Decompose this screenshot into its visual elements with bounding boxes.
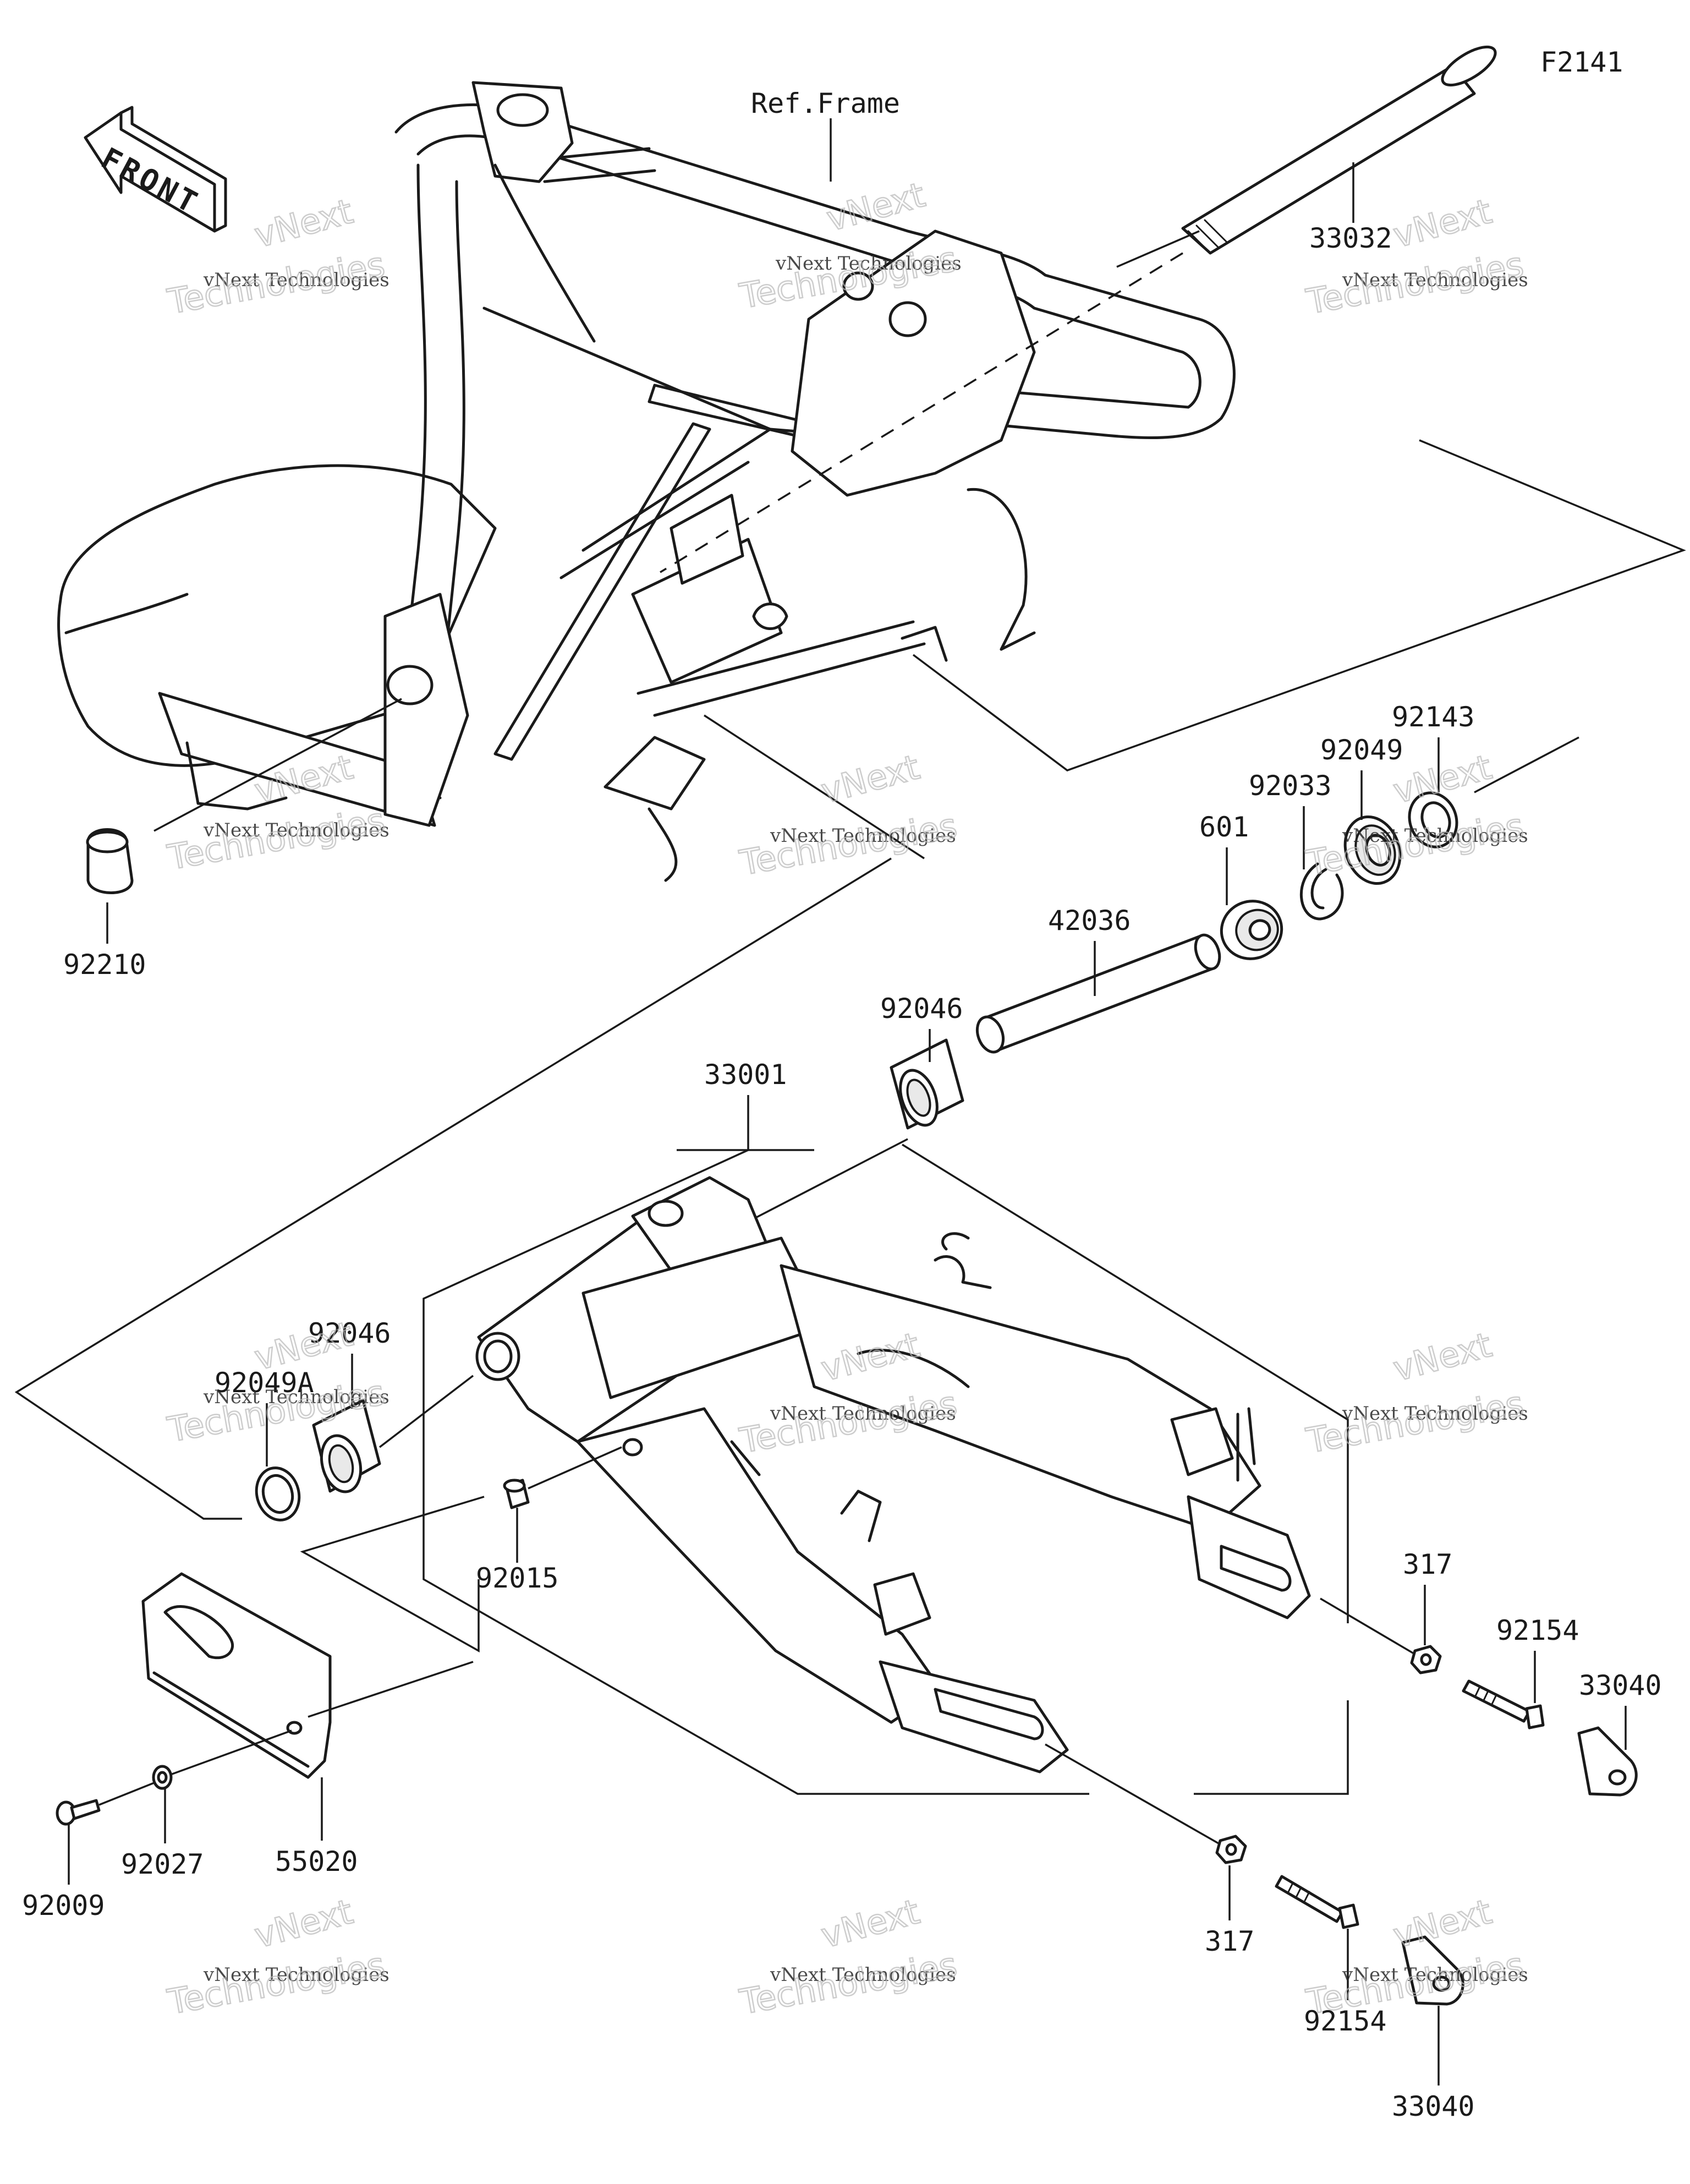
watermark-logo: vNext (822, 174, 929, 239)
watermark-logo: vNext (1389, 191, 1496, 255)
front-arrow-icon: FRONT (84, 106, 227, 233)
seal-92143 (1408, 791, 1458, 849)
part-label-92049: 92049 (1320, 734, 1403, 766)
watermark-text: vNext Technologies (203, 1964, 389, 1986)
part-label-92027: 92027 (121, 1848, 204, 1880)
part-label-92049A: 92049A (215, 1367, 314, 1399)
collar-92210 (86, 828, 134, 894)
bearing-601 (1220, 900, 1283, 960)
watermark-logo: vNext (1389, 1891, 1496, 1956)
circlip-92033 (1299, 862, 1344, 921)
watermark-logo: Technologies (1303, 1383, 1527, 1461)
washer-92027 (152, 1765, 173, 1790)
watermark-text: vNext Technologies (1342, 1964, 1528, 1986)
watermark-text: vNext Technologies (770, 825, 956, 847)
part-label-317-bottom: 317 (1205, 1925, 1254, 1957)
watermark-text: vNext Technologies (770, 1403, 956, 1425)
chain-guard-55020 (141, 1572, 332, 1779)
watermark-logo: vNext (250, 191, 357, 255)
part-label-33040-bottom: 33040 (1392, 2090, 1475, 2122)
adjuster-33040-bottom (1401, 1935, 1464, 2006)
watermark-logo: Technologies (737, 1945, 960, 2022)
pivot-shaft-33032 (1181, 45, 1497, 255)
part-label-92210: 92210 (63, 949, 146, 981)
frame-label: Ref.Frame (751, 87, 900, 119)
watermark-logo: Technologies (164, 800, 388, 878)
part-label-317-right: 317 (1403, 1548, 1452, 1580)
part-label-92046-top: 92046 (880, 993, 963, 1025)
part-label-92143: 92143 (1392, 701, 1475, 733)
diagram-code: F2141 (1540, 46, 1623, 78)
sleeve-42036 (975, 933, 1221, 1054)
adjuster-33040-right (1577, 1726, 1638, 1797)
watermark-text: vNext Technologies (203, 1386, 389, 1408)
part-label-92033: 92033 (1249, 770, 1332, 802)
watermark-text: vNext Technologies (1342, 1403, 1528, 1425)
grease-fitting-92015 (503, 1479, 530, 1509)
watermark-text: vNext Technologies (1342, 825, 1528, 847)
part-label-42036: 42036 (1048, 905, 1131, 937)
part-label-92046-left: 92046 (308, 1317, 391, 1349)
bolt-92154-bottom (1275, 1875, 1359, 1929)
part-label-92154-bottom: 92154 (1304, 2005, 1387, 2037)
part-label-33032: 33032 (1309, 222, 1392, 254)
watermark-logo: Technologies (164, 1945, 388, 2022)
part-label-601: 601 (1199, 811, 1249, 843)
part-label-92009: 92009 (22, 1890, 105, 1922)
watermark-logo: vNext (817, 747, 924, 811)
watermark-logo: vNext (250, 1891, 357, 1956)
needle-bearing-92046-top (890, 1038, 964, 1130)
seal-92049A (255, 1466, 301, 1521)
watermark-text: vNext Technologies (203, 819, 389, 841)
shaft-axis-line (660, 252, 1183, 573)
watermark-text: vNext Technologies (775, 253, 962, 275)
watermark-logo: vNext (1389, 1324, 1496, 1389)
watermark-text: vNext Technologies (203, 269, 389, 291)
frame-illustration (57, 81, 1686, 882)
part-label-55020: 55020 (275, 1846, 358, 1878)
watermark-logo: Technologies (1303, 244, 1527, 322)
watermark-logo: Technologies (164, 244, 388, 322)
needle-bearing-92046-left (312, 1399, 381, 1493)
part-label-92015: 92015 (476, 1562, 559, 1594)
watermark-text: vNext Technologies (770, 1964, 956, 1986)
watermark-text: vNext Technologies (1342, 269, 1528, 291)
watermark-logo: vNext (817, 1891, 924, 1956)
watermark-logo: Technologies (737, 806, 960, 883)
nut-317-right (1410, 1645, 1442, 1674)
part-label-92154-right: 92154 (1496, 1614, 1579, 1646)
seal-92049 (1343, 815, 1402, 885)
swingarm-33001 (475, 1176, 1311, 1774)
bolt-92154-right (1462, 1679, 1545, 1729)
part-label-33040-right: 33040 (1579, 1670, 1662, 1701)
bolt-92009 (56, 1799, 101, 1826)
part-label-33001: 33001 (704, 1059, 787, 1091)
nut-317-bottom (1215, 1835, 1247, 1864)
